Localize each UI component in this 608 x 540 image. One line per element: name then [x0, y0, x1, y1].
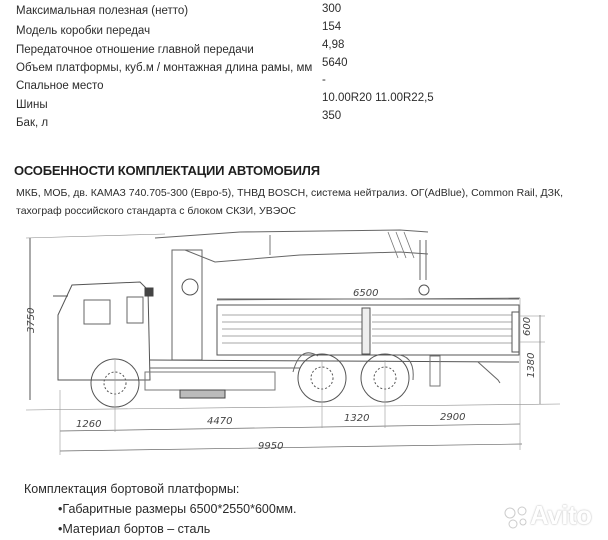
spec-value: 5640: [322, 57, 348, 69]
spec-value: 154: [322, 21, 342, 33]
spec-label: Спальное место: [16, 80, 104, 92]
spec-value: 10.00R20 11.00R22,5: [322, 92, 434, 104]
dim-front-overhang: 1260: [76, 419, 101, 430]
section-title: ОСОБЕННОСТИ КОМПЛЕКТАЦИИ АВТОМОБИЛЯ: [14, 163, 320, 178]
spec-label: Бак, л: [16, 117, 49, 129]
avito-watermark: Avito: [530, 500, 592, 530]
spec-value: 4,98: [322, 39, 345, 51]
dim-floor-height: 1380: [526, 353, 537, 378]
dim-side-height: 600: [522, 317, 533, 336]
spec-value: -: [322, 74, 326, 86]
spec-label: Передаточное отношение главной передачи: [16, 44, 254, 56]
spec-label: Объем платформы, куб.м / монтажная длина…: [16, 62, 313, 74]
platform-bullet: •Габаритные размеры 6500*2550*600мм.: [58, 502, 297, 516]
dim-bogie-spacing: 1320: [344, 413, 369, 424]
spec-value: 350: [322, 110, 342, 122]
features-text: МКБ, МОБ, дв. КАМАЗ 740.705-300 (Евро-5)…: [16, 187, 564, 217]
spec-label: Модель коробки передач: [16, 25, 151, 37]
platform-bullet: •Материал бортов – сталь: [58, 522, 211, 536]
spec-label: Шины: [16, 99, 48, 111]
avito-logo-icon: [504, 506, 527, 529]
spec-value: 300: [322, 3, 342, 15]
dim-platform-length: 6500: [353, 288, 378, 299]
spec-label: Максимальная полезная (нетто): [16, 5, 189, 17]
dim-rear-overhang: 2900: [440, 412, 465, 423]
truck-drawing: 3750 6500 600 1380 1260 4470 1320 2900 9…: [25, 229, 561, 455]
dim-overall-height: 3750: [26, 308, 37, 333]
dim-overall-length: 9950: [258, 441, 283, 452]
platform-title: Комплектация бортовой платформы:: [24, 482, 240, 496]
dim-wheelbase: 4470: [207, 416, 232, 427]
